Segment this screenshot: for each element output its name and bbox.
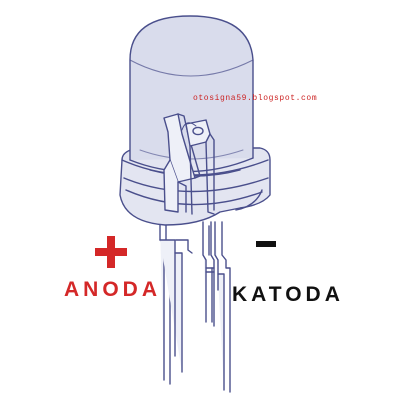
cathode-label: KATODA	[232, 283, 344, 306]
cathode-lead	[202, 221, 207, 323]
led-post	[185, 119, 215, 215]
watermark-text: otosigna59.blogspot.com	[193, 94, 318, 103]
led-anvil	[163, 113, 201, 213]
plus-sign-icon	[95, 236, 127, 268]
minus-sign-icon	[256, 241, 276, 247]
anode-label: ANODA	[64, 278, 161, 301]
bond-wire	[181, 122, 197, 131]
cathode-lead-rear	[214, 221, 225, 391]
led-legs	[159, 221, 231, 393]
